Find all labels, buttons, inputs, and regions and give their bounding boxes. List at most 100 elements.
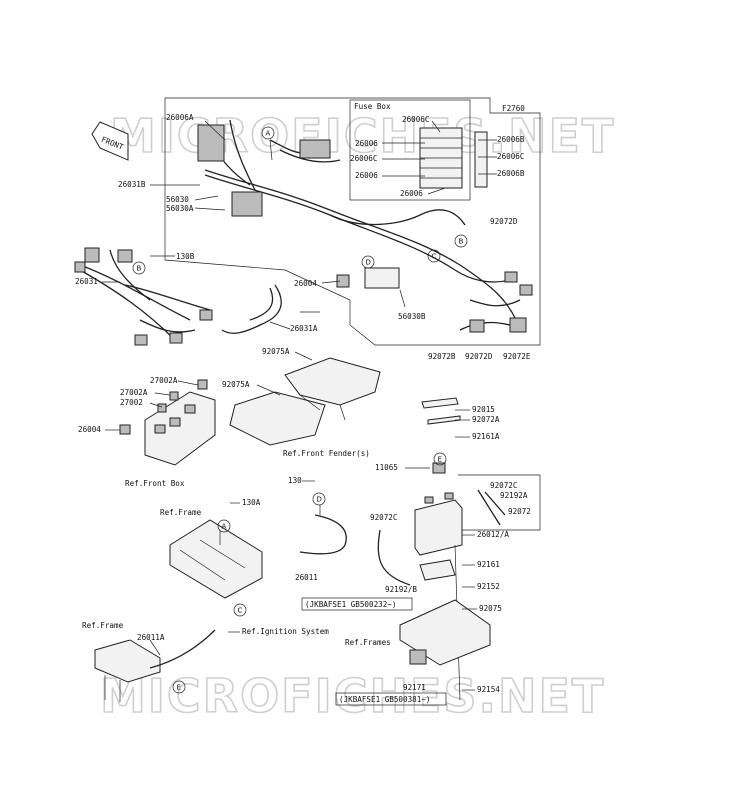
label-26031b: 26031B — [118, 180, 146, 189]
label-56030a: 56030A — [166, 204, 194, 213]
label-92072a: 92072A — [472, 415, 500, 424]
main-wire-harness — [197, 119, 533, 333]
sub-harness-26031 — [74, 247, 213, 346]
cable-92192b — [377, 529, 411, 586]
circle-marker-d-bottom: D — [312, 492, 326, 506]
svg-text:D: D — [366, 259, 371, 267]
front-arrow-icon: FRONT — [91, 121, 129, 161]
fuse-box-frame — [349, 99, 471, 201]
label-92075: 92075 — [479, 604, 502, 613]
fuse-array — [419, 127, 488, 189]
circle-marker-a-top: A — [261, 126, 275, 140]
label-92072e: 92072E — [503, 352, 531, 361]
label-92192b: 92192/B — [385, 585, 417, 594]
leader-lines — [102, 120, 497, 691]
label-92152: 92152 — [477, 582, 500, 591]
frame-section-1 — [169, 519, 263, 599]
battery-tray-part — [399, 599, 491, 666]
label-26006c-2: 26006C — [350, 154, 377, 163]
svg-text:E: E — [177, 684, 181, 692]
label-27002a-2: 27002A — [120, 388, 148, 397]
label-26004-2: 26004 — [78, 425, 101, 434]
watermark-top: MICROFICHES.NET — [110, 109, 615, 163]
cable-26011a — [149, 629, 216, 669]
note-frame-2 — [335, 692, 447, 706]
frame-section-2 — [94, 639, 161, 683]
circle-marker-e-bottom: E — [172, 680, 186, 694]
label-11065: 11065 — [375, 463, 398, 472]
label-130: 130 — [288, 476, 302, 485]
label-92192a: 92192A — [500, 491, 528, 500]
circle-marker-a-frame: A — [217, 519, 231, 533]
harness-26031a — [221, 284, 282, 334]
label-26006-2: 26006 — [355, 171, 378, 180]
circle-marker-b-top: B — [454, 234, 468, 248]
front-fender-parts — [229, 357, 381, 446]
fuse-box-title: Fuse Box — [354, 102, 391, 111]
label-note-1: (JKBAFSE1 GB500232~) — [305, 600, 396, 609]
label-26006c-top: 26006C — [402, 115, 429, 124]
circle-marker-c-bottom: C — [233, 603, 247, 617]
label-92075a-2: 92075A — [222, 380, 250, 389]
label-56030: 56030 — [166, 195, 189, 204]
battery-part — [414, 397, 506, 701]
svg-text:B: B — [459, 238, 464, 246]
cable-26011 — [299, 514, 347, 555]
label-ref-front-box: Ref.Front Box — [125, 479, 185, 488]
watermark-bottom: MICROFICHES.NET — [100, 669, 605, 723]
label-ref-front-fender: Ref.Front Fender(s) — [283, 449, 370, 458]
circle-marker-b-left: B — [132, 261, 146, 275]
fuse-box-code: F2760 — [502, 104, 525, 113]
front-box-part — [119, 379, 216, 466]
label-27002a-1: 27002A — [150, 376, 178, 385]
label-92072c-2: 92072C — [370, 513, 397, 522]
label-ref-frames: Ref.Frames — [345, 638, 391, 647]
label-26006b-2: 26006B — [497, 169, 525, 178]
circle-marker-c-top: C — [427, 249, 441, 263]
circle-marker-d-top: D — [361, 255, 375, 269]
circle-marker-e-battery: E — [433, 452, 447, 466]
label-92161a: 92161A — [472, 432, 500, 441]
label-26006c-right: 26006C — [497, 152, 524, 161]
label-92072c-1: 92072C — [490, 481, 517, 490]
svg-text:A: A — [222, 523, 227, 531]
label-26031a: 26031A — [290, 324, 318, 333]
label-26031: 26031 — [75, 277, 98, 286]
label-92072d-2: 92072D — [465, 352, 493, 361]
label-26006-1: 26006 — [355, 139, 378, 148]
part-labels: 26006A 26006C 26006 26006B 26006C 26006C… — [75, 113, 531, 704]
label-92072b: 92072B — [428, 352, 456, 361]
svg-text:D: D — [317, 496, 322, 504]
label-130a: 130A — [242, 498, 261, 507]
label-ref-frame-1: Ref.Frame — [160, 508, 202, 517]
svg-text:E: E — [438, 456, 442, 464]
harness-group-frame — [164, 97, 541, 346]
label-26012a: 26012/A — [477, 530, 509, 539]
label-26006b-1: 26006B — [497, 135, 525, 144]
label-ref-frame-2: Ref.Frame — [82, 621, 124, 630]
label-92015: 92015 — [472, 405, 495, 414]
label-26011: 26011 — [295, 573, 318, 582]
label-92171: 92171 — [403, 683, 426, 692]
label-92072: 92072 — [508, 507, 531, 516]
label-27002: 27002 — [120, 398, 143, 407]
label-130b: 130B — [176, 252, 195, 261]
label-26004-1: 26004 — [294, 279, 317, 288]
note-frame-1 — [301, 597, 413, 611]
label-92072d-1: 92072D — [490, 217, 518, 226]
svg-text:C: C — [432, 253, 437, 261]
svg-text:B: B — [137, 265, 142, 273]
label-note-2: (JKBAFSE1 GB500381~) — [339, 695, 430, 704]
label-26006-3: 26006 — [400, 189, 423, 198]
label-92161: 92161 — [477, 560, 500, 569]
label-ref-ignition-system: Ref.Ignition System — [242, 627, 329, 636]
label-26006a: 26006A — [166, 113, 194, 122]
battery-bracket-group-frame — [458, 474, 541, 531]
svg-text:A: A — [266, 130, 271, 138]
svg-text:C: C — [238, 607, 243, 615]
label-26011a: 26011A — [137, 633, 165, 642]
label-92154: 92154 — [477, 685, 500, 694]
label-92075a-1: 92075A — [262, 347, 290, 356]
label-56030b: 56030B — [398, 312, 426, 321]
